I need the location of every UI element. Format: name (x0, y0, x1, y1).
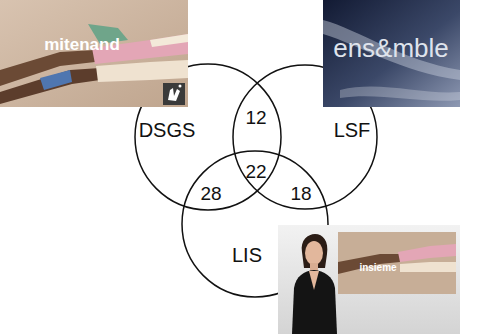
region-count: 22 (245, 162, 266, 181)
circle-line (233, 65, 377, 209)
insieme-thumbnail (278, 225, 460, 334)
circle-line (135, 64, 281, 210)
set-name: LSF (334, 120, 371, 140)
thumbnail-title: ens&mble (333, 35, 449, 61)
set-name: LIS (232, 245, 262, 265)
circle-line (182, 151, 328, 297)
region-count: 12 (245, 108, 266, 127)
thumbnail-title: mitenand (44, 36, 120, 53)
thumbnail-title: insieme (359, 263, 396, 273)
region-count: 18 (290, 184, 311, 203)
set-name: DSGS (139, 120, 196, 140)
ensemble-thumbnail (323, 0, 460, 107)
mitenand-thumbnail (0, 0, 188, 107)
region-count: 28 (200, 184, 221, 203)
